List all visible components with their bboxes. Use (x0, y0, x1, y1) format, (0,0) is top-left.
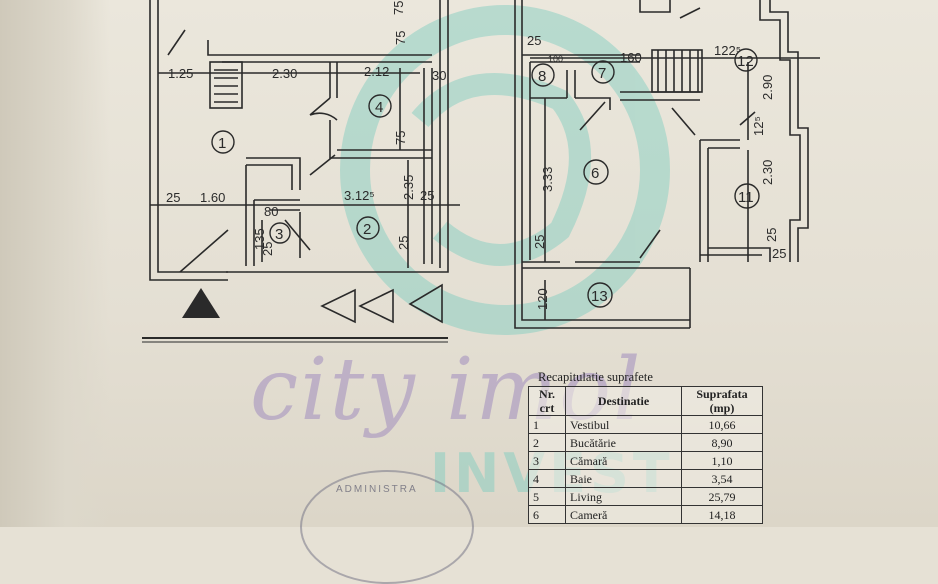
room-label-2: 2 (363, 221, 371, 238)
dim-100: 100 (548, 54, 563, 64)
row-destinatie: Bucătărie (565, 433, 682, 452)
row-suprafata: 3,54 (681, 469, 763, 488)
watermark-circle (340, 5, 670, 335)
header-destinatie: Destinatie (565, 386, 682, 416)
table-header-row: Nr. crt Destinatie Suprafata (mp) (528, 386, 763, 416)
dim-3125: 3.12⁵ (344, 188, 375, 203)
dim-75b: 75 (393, 131, 408, 145)
dim-25f: 25 (532, 235, 547, 249)
table-row: 6 Cameră 14,18 (528, 505, 763, 524)
room-label-7: 7 (598, 65, 606, 82)
dim-1225: 122⁵ (714, 43, 741, 58)
table-row: 1 Vestibul 10,66 (528, 415, 763, 434)
row-suprafata: 8,90 (681, 433, 763, 452)
dim-25h: 25 (772, 246, 786, 261)
recap-table-caption: Recapitulatie suprafete (538, 370, 653, 384)
dim-160-left: 1.60 (200, 190, 225, 205)
room-label-1: 1 (218, 135, 226, 152)
room-label-6: 6 (591, 165, 599, 182)
table-row: 2 Bucătărie 8,90 (528, 433, 763, 452)
table-row: 3 Cămară 1,10 (528, 451, 763, 470)
dim-120: 120 (535, 288, 550, 310)
row-destinatie: Vestibul (565, 415, 682, 434)
dim-235: 2.35 (401, 175, 416, 200)
floor-plan: 1 2 3 4 6 7 8 11 12 13 1.25 2.30 2.12 75… (142, 0, 820, 343)
row-suprafata: 14,18 (681, 505, 763, 524)
row-suprafata: 10,66 (681, 415, 763, 434)
dim-25e: 25 (527, 33, 541, 48)
room-label-11: 11 (738, 189, 754, 206)
row-nr: 3 (528, 451, 566, 470)
dim-212: 2.12 (364, 64, 389, 79)
dim-25g: 25 (764, 228, 779, 242)
dim-25b: 25 (420, 188, 434, 203)
dim-75a: 75 (393, 31, 408, 45)
dim-230b: 2.30 (760, 160, 775, 185)
room-label-13: 13 (591, 288, 608, 305)
direction-triangles (320, 283, 443, 324)
north-arrow-icon (182, 288, 220, 318)
dim-290: 2.90 (760, 75, 775, 100)
row-destinatie: Cameră (565, 505, 682, 524)
row-suprafata: 1,10 (681, 451, 763, 470)
row-nr: 1 (528, 415, 566, 434)
dim-75c: 75 (391, 1, 406, 15)
row-nr: 5 (528, 487, 566, 506)
row-destinatie: Cămară (565, 451, 682, 470)
dim-160-right: 160 (620, 50, 642, 65)
administration-stamp: ADMINISTRA (300, 470, 474, 584)
row-suprafata: 25,79 (681, 487, 763, 506)
row-destinatie: Baie (565, 469, 682, 488)
dim-25c: 25 (396, 236, 411, 250)
dim-25a: 25 (166, 190, 180, 205)
room-label-4: 4 (375, 99, 383, 116)
header-suprafata: Suprafata (mp) (681, 386, 763, 416)
row-nr: 2 (528, 433, 566, 452)
dim-230: 2.30 (272, 66, 297, 81)
dim-80: 80 (264, 204, 278, 219)
recap-table-container: Recapitulatie suprafete Nr. crt Destinat… (528, 370, 768, 524)
room-label-12: 12 (737, 53, 754, 70)
room-label-8: 8 (538, 68, 546, 85)
header-nr: Nr. crt (528, 386, 566, 416)
recap-table: Nr. crt Destinatie Suprafata (mp) 1 Vest… (528, 386, 763, 524)
dim-135: 135 (252, 228, 267, 250)
dim-125: 1.25 (168, 66, 193, 81)
table-row: 4 Baie 3,54 (528, 469, 763, 488)
dim-125b: 12⁵ (751, 116, 766, 136)
row-destinatie: Living (565, 487, 682, 506)
dim-25d: 25 (260, 242, 275, 256)
dim-30: 30 (432, 68, 446, 83)
stamp-text: ADMINISTRA (336, 484, 418, 495)
paper-fold-shadow (0, 0, 110, 527)
room-label-3: 3 (275, 226, 283, 243)
row-nr: 4 (528, 469, 566, 488)
table-row: 5 Living 25,79 (528, 487, 763, 506)
dim-333: 3.33 (540, 167, 555, 192)
row-nr: 6 (528, 505, 566, 524)
